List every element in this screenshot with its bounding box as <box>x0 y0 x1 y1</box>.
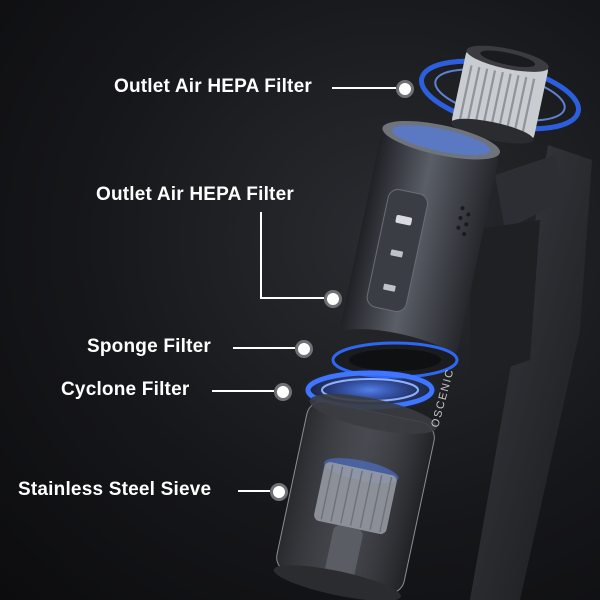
callout-line-stainless-sieve <box>238 490 270 492</box>
callout-dot-sponge-filter <box>295 340 313 358</box>
callout-dot-outlet-hepa-top <box>396 80 414 98</box>
callout-line-cyclone-filter <box>212 390 274 392</box>
callout-line-outlet-hepa-mid-horizontal <box>260 297 324 299</box>
callout-label-outlet-hepa-mid: Outlet Air HEPA Filter <box>96 184 294 205</box>
top-hepa-filter <box>418 45 582 144</box>
callout-label-cyclone-filter: Cyclone Filter <box>61 379 190 400</box>
callout-line-sponge-filter <box>233 347 295 349</box>
dust-bin <box>273 393 437 600</box>
callout-dot-cyclone-filter <box>274 383 292 401</box>
vacuum-handle <box>470 145 592 600</box>
motor-body <box>338 120 500 367</box>
callout-line-outlet-hepa-top <box>332 87 396 89</box>
callout-label-sponge-filter: Sponge Filter <box>87 336 211 357</box>
callout-label-stainless-sieve: Stainless Steel Sieve <box>18 479 212 500</box>
callout-label-outlet-hepa-top: Outlet Air HEPA Filter <box>114 76 312 97</box>
callout-line-outlet-hepa-mid-vertical <box>260 212 262 298</box>
callout-dot-stainless-sieve <box>270 483 288 501</box>
callout-dot-outlet-hepa-mid <box>324 290 342 308</box>
